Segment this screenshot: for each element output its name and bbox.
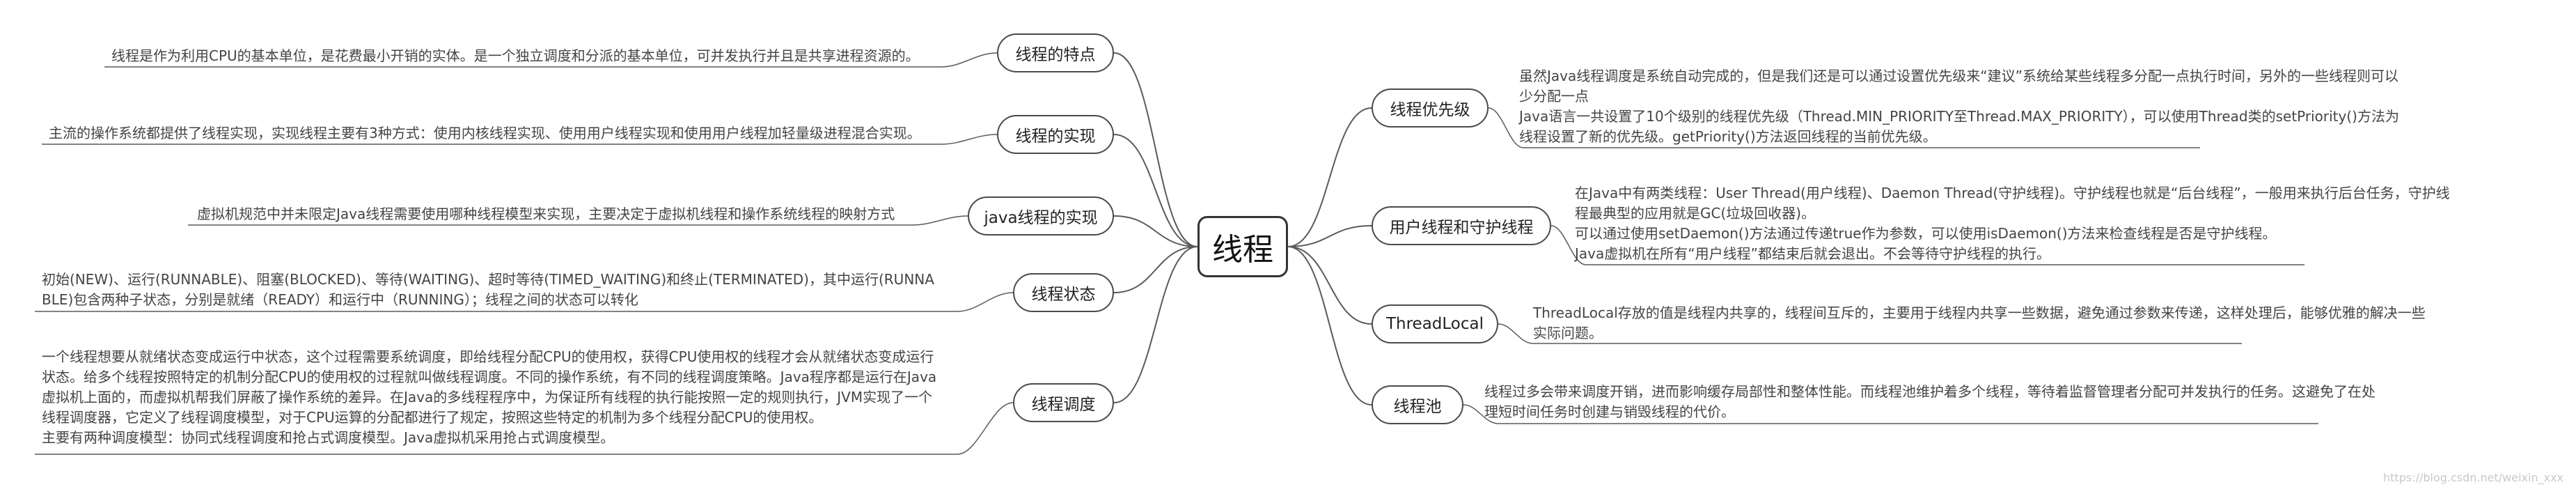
branch-thread-features[interactable]: 线程的特点 [997,33,1114,72]
note-thread-priority: 虽然Java线程调度是系统自动完成的，但是我们还是可以通过设置优先级来“建议”系… [1519,68,2399,145]
branch-label: java线程的实现 [984,209,1098,227]
branch-label: 线程优先级 [1390,101,1470,119]
note-java-thread-implementation: 虚拟机规范中并未限定Java线程需要使用哪种线程模型来实现，主要决定于虚拟机线程… [197,206,895,222]
note-connector [35,292,1014,312]
branch-connector [1287,246,1372,405]
branch-connector [1287,225,1372,247]
note-connector [1498,323,2242,344]
branch-thread-states[interactable]: 线程状态 [1013,273,1114,312]
note-thread-states: 初始(NEW)、运行(RUNNABLE)、阻塞(BLOCKED)、等待(WAIT… [42,271,934,308]
branch-label: 线程调度 [1031,396,1096,414]
note-connector [1550,225,2304,265]
branch-thread-implementation[interactable]: 线程的实现 [997,115,1114,154]
branch-thread-scheduling[interactable]: 线程调度 [1013,383,1114,422]
branch-user-and-daemon-threads[interactable]: 用户线程和守护线程 [1372,206,1551,245]
center-topic-node[interactable]: 线程 [1197,216,1288,277]
branch-connector [1113,215,1198,247]
center-topic-label: 线程 [1212,232,1273,268]
branch-label: 线程状态 [1031,286,1096,304]
branch-thread-priority[interactable]: 线程优先级 [1372,88,1489,127]
watermark: https://blog.csdn.net/weixin_xxx [2383,471,2563,484]
branch-label: 线程池 [1393,398,1442,416]
branch-label: 用户线程和守护线程 [1389,219,1534,237]
branch-connector [1113,246,1198,403]
note-connector [1463,404,2318,424]
branch-connector [1287,246,1372,325]
note-thread-pool: 线程过多会带来调度开销，进而影响缓存局部性和整体性能。而线程池维护着多个线程，等… [1484,383,2375,420]
note-connector [104,52,998,68]
note-thread-scheduling: 一个线程想要从就绪状态变成运行中状态，这个过程需要系统调度，即给线程分配CPU的… [42,348,937,446]
branch-connector [1113,52,1198,247]
branch-label: 线程的特点 [1015,46,1096,64]
branch-threadlocal[interactable]: ThreadLocal [1372,304,1498,343]
branch-label: 线程的实现 [1015,127,1096,146]
branch-connector [1287,107,1372,247]
branch-label: ThreadLocal [1385,315,1484,333]
note-thread-features: 线程是作为利用CPU的基本单位，是花费最小开销的实体。是一个独立调度和分派的基本… [111,47,920,64]
branch-thread-pool[interactable]: 线程池 [1372,385,1463,424]
note-connector [1488,107,2200,148]
branch-java-thread-implementation[interactable]: java线程的实现 [968,196,1114,235]
branch-connector [1113,246,1198,293]
note-connector [188,215,968,226]
note-user-and-daemon-threads: 在Java中有两类线程：User Thread(用户线程)、Daemon Thr… [1575,185,2450,262]
note-thread-implementation: 主流的操作系统都提供了线程实现，实现线程主要有3种方式：使用内核线程实现、使用用… [49,125,921,141]
note-connector [42,134,998,145]
note-threadlocal: ThreadLocal存放的值是线程内共享的，线程间互斥的，主要用于线程内共享一… [1533,304,2426,341]
branch-connector [1113,134,1198,247]
note-connector [35,402,1014,455]
